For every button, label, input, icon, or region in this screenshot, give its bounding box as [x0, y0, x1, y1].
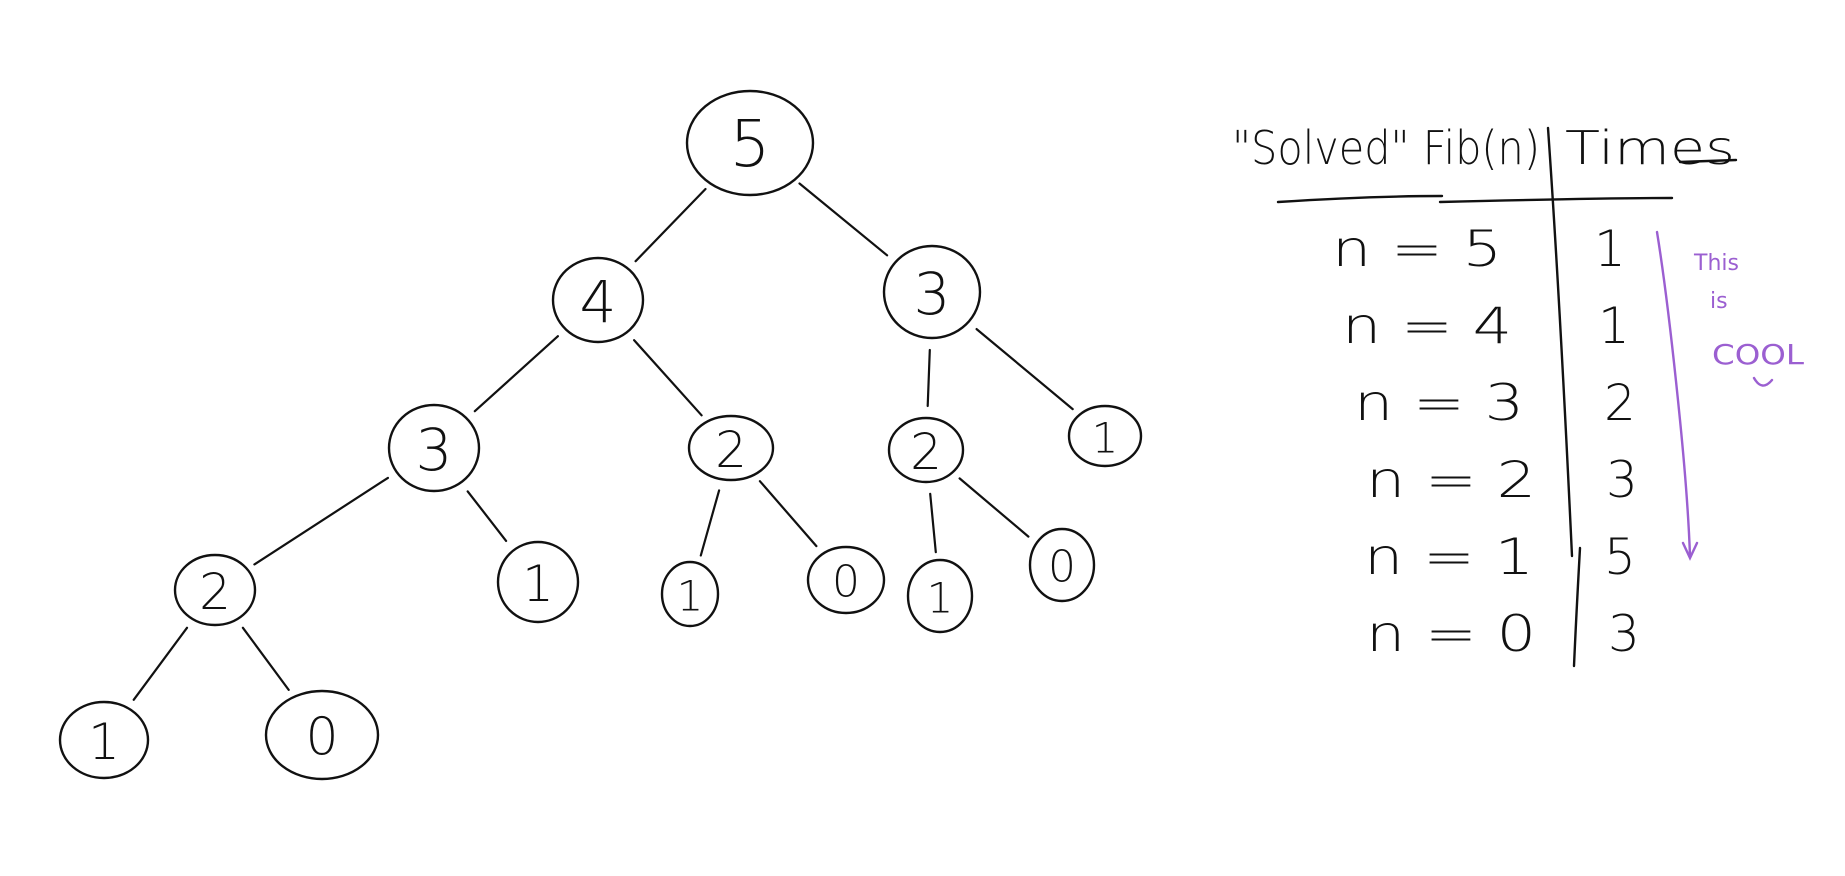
- tree-node-circle: [173, 553, 257, 627]
- tree-node-circle: [264, 689, 380, 781]
- tree-node-label: 0: [832, 557, 860, 608]
- tree-node-circle: [58, 700, 150, 780]
- annotation-line-1: This: [1693, 251, 1739, 276]
- tree-node-label: 1: [677, 572, 704, 621]
- tree-node-circle: [906, 558, 974, 634]
- tree-node: 1: [58, 700, 150, 780]
- tree-node-label: 3: [914, 260, 951, 328]
- table-header-times: Times: [1565, 121, 1735, 175]
- tree-node: 1: [496, 540, 580, 624]
- tree-node-label: 1: [88, 713, 120, 771]
- table-cell-n: n = 4: [1342, 297, 1512, 355]
- tree-node: 3: [882, 244, 982, 340]
- table-header-solved: "Solved" Fib(n): [1232, 121, 1540, 175]
- tree-node: 1: [906, 558, 974, 634]
- recursion-tree: 5 4 3 3 2 2 1 2 1 1 0 1 0 1 0: [58, 89, 1143, 781]
- tree-node-circle: [496, 540, 580, 624]
- annotation-arrowhead: [1681, 541, 1699, 561]
- table-cell-n: n = 2: [1366, 451, 1536, 509]
- table-cell-times: 5: [1604, 528, 1636, 586]
- annotation-smile: [1752, 376, 1774, 387]
- tree-node: 5: [685, 89, 815, 197]
- memo-table: "Solved" Fib(n) Times n = 5 1 n = 4 1 n = 3 2…: [1232, 121, 1738, 668]
- table-cell-times: 1: [1594, 220, 1626, 278]
- tree-node-circle: [687, 414, 775, 482]
- tree-node: 0: [1028, 527, 1096, 603]
- tree-node-circle: [882, 244, 982, 340]
- tree-node-label: 1: [522, 555, 554, 613]
- table-cell-n: n = 0: [1366, 605, 1536, 663]
- tree-node-circle: [887, 416, 965, 484]
- tree-edge-n4-n3a: [473, 335, 560, 413]
- annotation-arrow: [1655, 230, 1692, 558]
- tree-edge-n3b-n2b: [926, 348, 931, 408]
- table-cell-times: 3: [1606, 451, 1638, 509]
- tree-edge-n5-n3b: [798, 182, 889, 257]
- annotation-line-2: is: [1710, 289, 1728, 314]
- tree-edge-n3a-n2c: [253, 476, 389, 566]
- tree-edge-n2b-n1d: [929, 492, 937, 554]
- tree-node-label: 0: [1048, 542, 1076, 593]
- tree-edge-n2a-n1c: [699, 489, 721, 557]
- table-header-divider: [1276, 194, 1674, 204]
- tree-node: 2: [887, 416, 965, 484]
- tree-edge-n2b-n0b: [958, 477, 1030, 538]
- tree-edge-n2c-n1e: [132, 626, 189, 701]
- tree-edge-n2c-n0c: [241, 626, 290, 692]
- tree-node: 0: [264, 689, 380, 781]
- tree-node-label: 0: [305, 707, 338, 767]
- tree-node: 4: [551, 256, 645, 344]
- tree-node: 2: [687, 414, 775, 482]
- tree-edge-n5-n4: [634, 187, 707, 263]
- tree-node-label: 2: [910, 423, 942, 481]
- header-underline-times: [1678, 158, 1738, 164]
- tree-node-circle: [1028, 527, 1096, 603]
- table-rows: n = 5 1 n = 4 1 n = 3 2 n = 2 3 n = 1 5 n = 0 3: [1332, 220, 1640, 663]
- tree-edge-n2a-n0a: [758, 480, 818, 548]
- tree-node: 3: [387, 403, 481, 493]
- table-cell-n: n = 5: [1332, 220, 1502, 278]
- table-cell-times: 1: [1598, 297, 1630, 355]
- tree-node-circle: [1067, 404, 1143, 468]
- table-cell-times: 2: [1604, 374, 1636, 432]
- tree-node-label: 1: [927, 574, 954, 623]
- tree-node: 2: [173, 553, 257, 627]
- tree-node-label: 5: [730, 108, 771, 182]
- tree-node-label: 2: [715, 421, 747, 479]
- tree-node: 1: [660, 560, 720, 628]
- table-column-divider: [1546, 126, 1582, 668]
- tree-node-label: 4: [580, 268, 617, 336]
- table-cell-n: n = 3: [1354, 374, 1524, 432]
- tree-node-label: 3: [416, 416, 453, 484]
- tree-node-label: 2: [199, 563, 231, 621]
- annotation-line-3: COOL: [1712, 338, 1804, 371]
- tree-node-circle: [387, 403, 481, 493]
- tree-node-circle: [551, 256, 645, 344]
- tree-node: 0: [806, 545, 886, 615]
- annotation: This is COOL: [1655, 230, 1804, 561]
- table-cell-n: n = 1: [1364, 528, 1534, 586]
- tree-node-circle: [685, 89, 815, 197]
- tree-edge-n4-n2a: [632, 339, 703, 417]
- tree-node-circle: [660, 560, 720, 628]
- tree-node: 1: [1067, 404, 1143, 468]
- tree-node-circle: [806, 545, 886, 615]
- tree-edge-n3b-n1a: [975, 328, 1074, 411]
- tree-node-label: 1: [1092, 414, 1119, 463]
- tree-edge-n3a-n1b: [466, 490, 508, 543]
- tree-edges: [132, 182, 1074, 701]
- table-cell-times: 3: [1608, 605, 1640, 663]
